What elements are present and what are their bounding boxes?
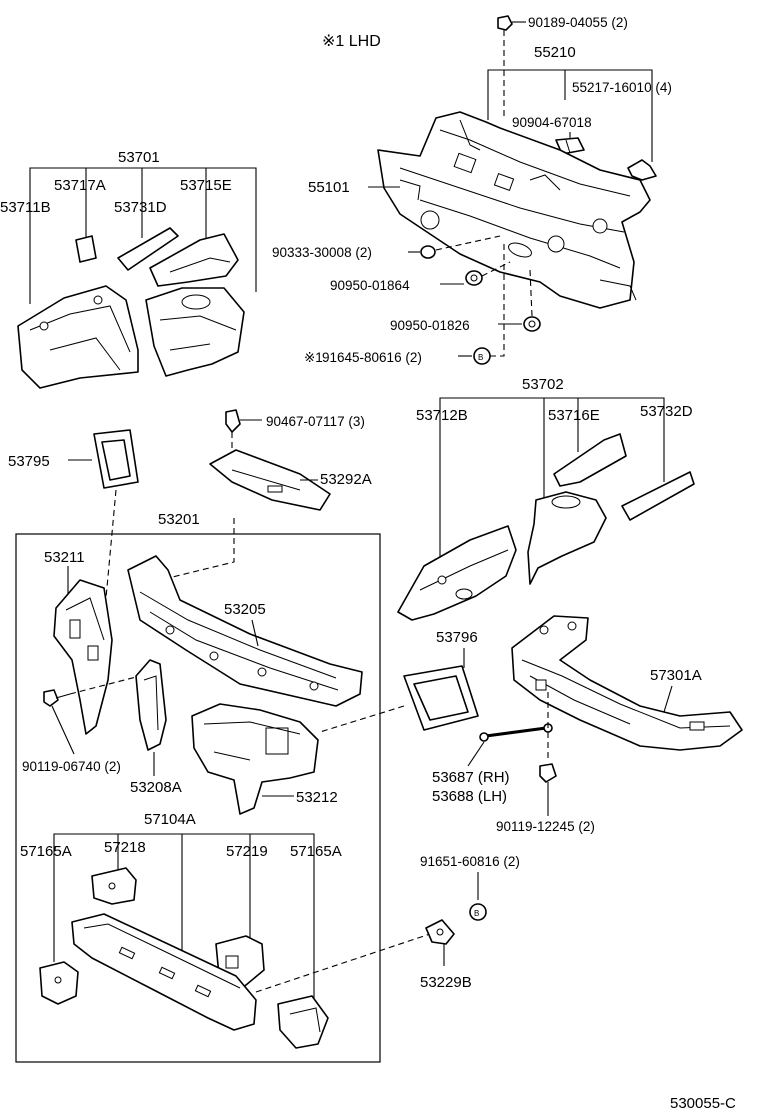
bracket-57165A-left <box>39 961 79 1005</box>
label-53688-lh: 53688 (LH) <box>432 788 507 805</box>
label-53208A: 53208A <box>130 779 182 796</box>
label-53712B: 53712B <box>416 407 468 424</box>
label-53229B: 53229B <box>420 974 472 991</box>
apron-53711B <box>17 285 139 389</box>
support-and-seal-group: 90467-07117 (3) 53795 53292A <box>8 409 372 599</box>
label-90119-12245: 90119-12245 (2) <box>496 819 595 834</box>
seal-53796 <box>403 665 479 731</box>
bracket-53732D <box>621 471 695 521</box>
bolt-90119-06740 <box>43 689 71 707</box>
clip-90189 <box>497 15 513 31</box>
bracket-57165A-right <box>277 995 329 1049</box>
bolt-90119-12245 <box>539 763 557 796</box>
bracket-53208A <box>135 659 167 751</box>
label-53211: 53211 <box>44 549 85 566</box>
label-57165A-left: 57165A <box>20 843 72 860</box>
label-53795: 53795 <box>8 453 50 470</box>
apron-body-53702 <box>527 491 607 585</box>
apron-53712B <box>397 525 517 621</box>
plate-53292A <box>209 449 331 511</box>
label-53212: 53212 <box>296 789 338 806</box>
bolt-91651-mark: B <box>474 909 479 918</box>
bracket-53229B <box>425 919 455 945</box>
label-53717A: 53717A <box>54 177 106 194</box>
label-90119-06740: 90119-06740 (2) <box>22 759 121 774</box>
upper-support-53205 <box>127 555 363 707</box>
label-57219: 57219 <box>226 843 268 860</box>
right-lower-group: 53796 57301A 53687 (RH) 53688 (LH) <box>319 615 743 991</box>
label-53731D: 53731D <box>114 199 167 216</box>
label-53687-rh: 53687 (RH) <box>432 769 510 786</box>
side-support-53211 <box>53 579 113 735</box>
label-57218: 57218 <box>104 839 146 856</box>
lhd-note: ※1 LHD <box>322 33 381 50</box>
apron-53702-group: 53702 53712B 53716E 53732D <box>397 376 695 621</box>
dash-panel-55101 <box>377 111 651 309</box>
bracket-57218 <box>91 867 137 905</box>
label-91645-mark: ※1 <box>304 350 323 365</box>
label-91651-60816: 91651-60816 (2) <box>420 854 520 869</box>
label-53292A: 53292A <box>320 471 372 488</box>
diagram-code: 530055-C <box>670 1095 736 1112</box>
label-53796: 53796 <box>436 629 478 646</box>
label-55217-16010: 55217-16010 (4) <box>572 80 672 95</box>
bracket-53731D <box>117 227 179 271</box>
label-53716E: 53716E <box>548 407 600 424</box>
plug-90333 <box>420 245 436 259</box>
label-53711B: 53711B <box>0 199 51 216</box>
apron-body-53701 <box>145 287 245 377</box>
label-90950-01864: 90950-01864 <box>330 278 410 293</box>
label-53715E: 53715E <box>180 177 232 194</box>
bracket-53717A <box>75 235 97 263</box>
label-90333-30008: 90333-30008 (2) <box>272 245 372 260</box>
apron-53715E <box>149 233 239 287</box>
bolt-91645-mark: B <box>478 353 483 362</box>
label-57301A: 57301A <box>650 667 702 684</box>
label-55101: 55101 <box>308 179 350 196</box>
label-57165A-right: 57165A <box>290 843 342 860</box>
screw-90467 <box>225 409 241 433</box>
bolt-91651 <box>469 903 487 921</box>
grommet-90950-01864 <box>465 270 483 286</box>
radiator-support-53201-box: 53201 53211 90119-06740 (2) <box>15 511 431 1063</box>
seal-53795 <box>93 429 139 489</box>
label-90467-07117: 90467-07117 (3) <box>266 414 365 429</box>
label-90904-67018: 90904-67018 <box>512 115 592 130</box>
label-53702: 53702 <box>522 376 564 393</box>
rod-53687-53688 <box>479 723 553 742</box>
label-53732D: 53732D <box>640 403 693 420</box>
dash-panel-group: 90189-04055 (2) 55210 55217-16010 (4) 90… <box>272 15 672 365</box>
crossmember-57104A <box>71 913 257 1031</box>
label-53205: 53205 <box>224 601 266 618</box>
crossmember-57301A <box>511 615 743 751</box>
label-90189-04055: 90189-04055 (2) <box>528 15 628 30</box>
grommet-90950-01826 <box>523 316 541 332</box>
label-55210: 55210 <box>534 44 576 61</box>
side-support-53212 <box>191 703 319 815</box>
label-57104A: 57104A <box>144 811 196 828</box>
label-91645-80616: 91645-80616 (2) <box>322 350 422 365</box>
label-53701: 53701 <box>118 149 160 166</box>
bracket-53716E <box>553 433 627 487</box>
apron-53701-group: 53701 53717A 53715E 53711B 53731D <box>0 149 257 389</box>
clip-55217 <box>627 159 657 181</box>
label-90950-01826: 90950-01826 <box>390 318 470 333</box>
label-53201: 53201 <box>158 511 200 528</box>
